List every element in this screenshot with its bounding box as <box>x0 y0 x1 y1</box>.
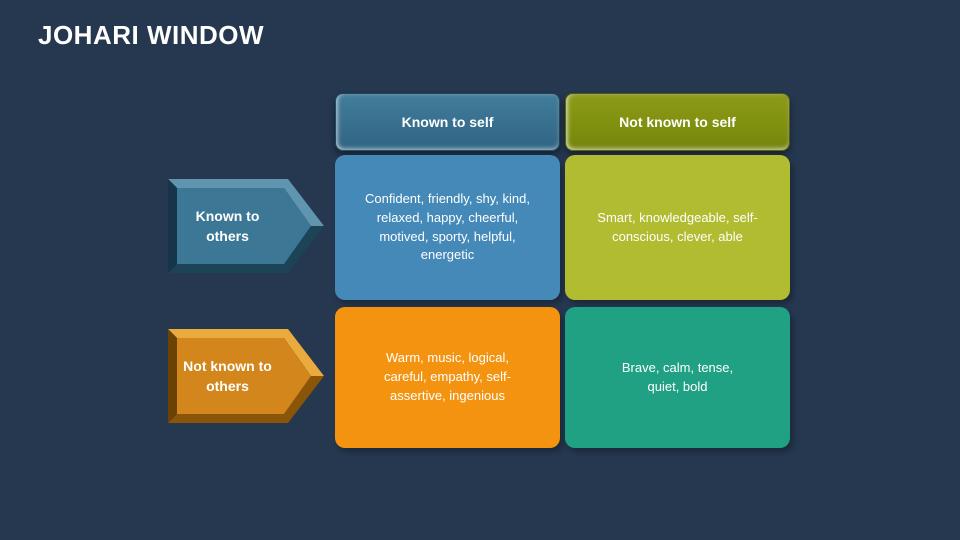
column-header-label: Not known to self <box>619 114 736 130</box>
row-header-label: Not known to others <box>183 357 272 394</box>
quadrant-text: Confident, friendly, shy, kind, relaxed,… <box>365 190 530 263</box>
quadrant-open-area: Confident, friendly, shy, kind, relaxed,… <box>335 155 560 300</box>
quadrant-hidden-area: Warm, music, logical, careful, empathy, … <box>335 307 560 448</box>
quadrant-blind-area: Smart, knowledgeable, self-conscious, cl… <box>565 155 790 300</box>
right-arrow-icon <box>168 329 324 423</box>
right-arrow-icon <box>168 179 324 273</box>
quadrant-unknown-area: Brave, calm, tense, quiet, bold <box>565 307 790 448</box>
row-header-known-to-others: Known to others <box>168 179 324 273</box>
row-header-label: Known to others <box>195 207 260 244</box>
slide-title: JOHARI WINDOW <box>38 20 265 50</box>
quadrant-text: Brave, calm, tense, quiet, bold <box>621 359 734 394</box>
column-header-not-known-to-self: Not known to self <box>565 93 790 151</box>
column-header-label: Known to self <box>401 114 494 130</box>
row-header-not-known-to-others: Not known to others <box>168 329 324 423</box>
quadrant-text: Smart, knowledgeable, self-conscious, cl… <box>597 209 758 244</box>
quadrant-text: Warm, music, logical, careful, empathy, … <box>384 350 511 403</box>
column-header-known-to-self: Known to self <box>335 93 560 151</box>
